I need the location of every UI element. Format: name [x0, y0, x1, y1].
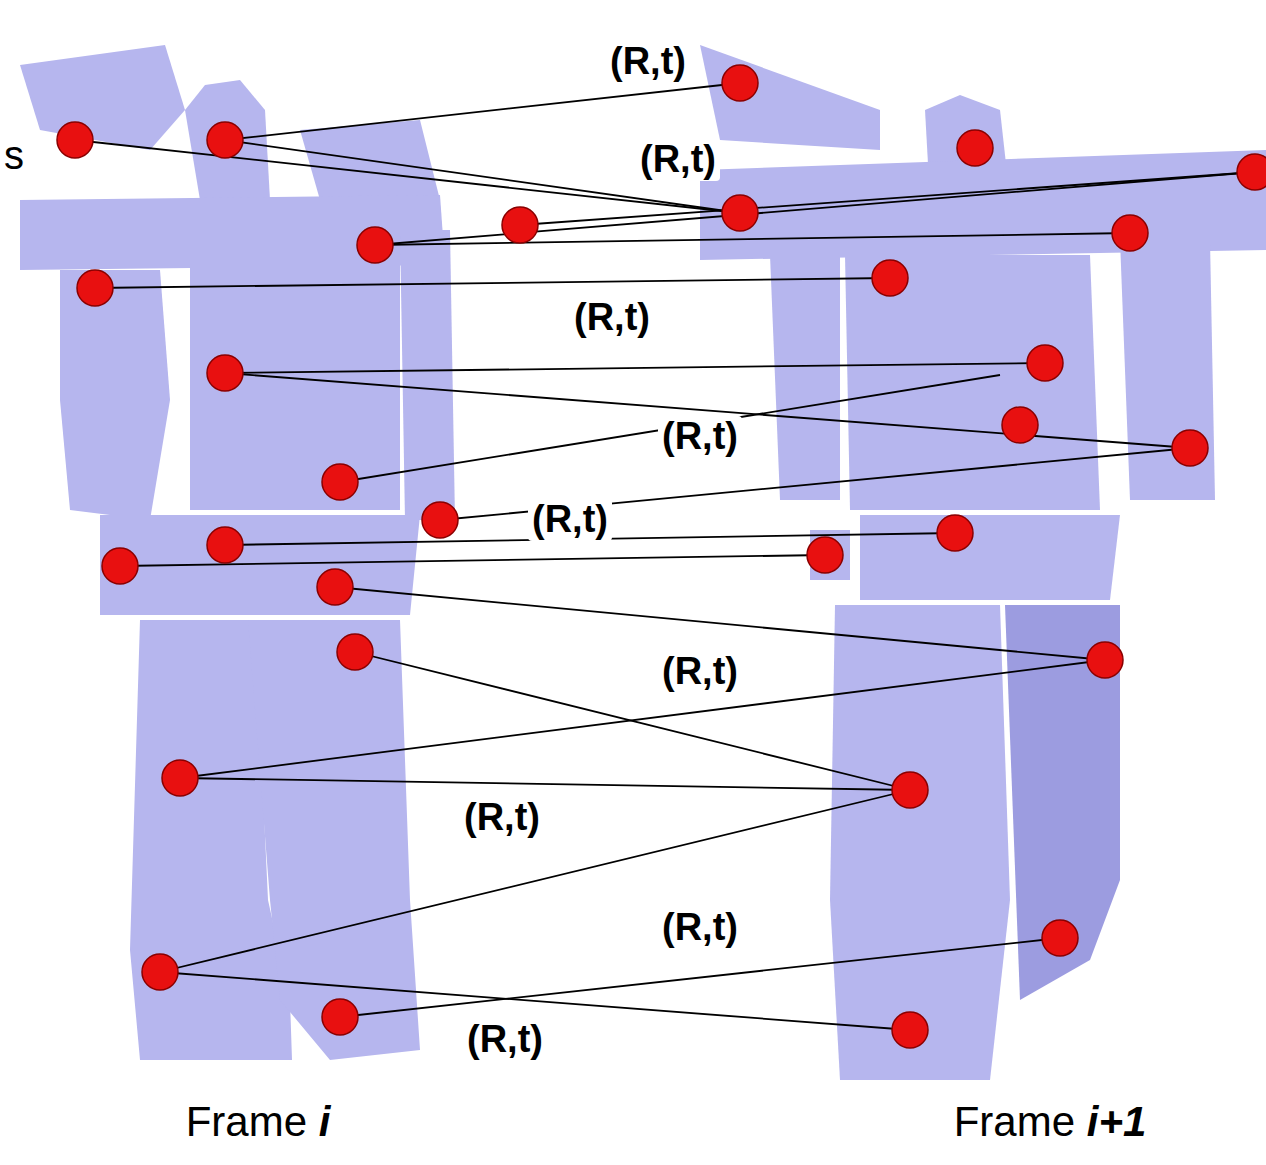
robot-part	[400, 230, 455, 520]
feature-point	[322, 464, 358, 500]
correspondence-line	[340, 938, 1060, 1017]
robot-part	[845, 255, 1100, 510]
robot-part	[248, 620, 420, 1060]
robot-part	[860, 515, 1120, 600]
frame-i-robot	[20, 45, 455, 1060]
frame-i-plus-1-robot	[700, 45, 1266, 1080]
feature-point	[502, 207, 538, 243]
transform-label: (R,t)	[606, 41, 690, 83]
feature-points	[57, 65, 1266, 1048]
feature-point	[1112, 215, 1148, 251]
feature-point	[322, 999, 358, 1035]
feature-point	[872, 260, 908, 296]
feature-point	[892, 772, 928, 808]
feature-point	[57, 122, 93, 158]
feature-point	[207, 527, 243, 563]
robot-part	[20, 195, 445, 270]
correspondence-line	[225, 140, 740, 213]
correspondence-line	[375, 233, 1130, 245]
feature-point	[422, 502, 458, 538]
robot-part	[700, 45, 880, 150]
transform-label: (R,t)	[528, 499, 612, 541]
feature-point	[1002, 407, 1038, 443]
robot-part	[20, 45, 185, 150]
transform-label: (R,t)	[570, 297, 654, 339]
feature-point	[337, 634, 373, 670]
correspondence-lines	[75, 83, 1255, 1030]
cut-off-text: s	[4, 133, 24, 177]
feature-point	[357, 227, 393, 263]
feature-point	[317, 569, 353, 605]
correspondence-line	[335, 587, 1105, 660]
correspondence-line	[95, 278, 890, 288]
feature-point	[957, 130, 993, 166]
transform-label: (R,t)	[658, 416, 742, 458]
correspondence-line	[75, 140, 740, 213]
correspondence-line	[225, 363, 1045, 373]
transform-label: (R,t)	[658, 907, 742, 949]
correspondence-line	[520, 172, 1255, 225]
transform-label: (R,t)	[636, 139, 720, 181]
robot-part	[770, 255, 840, 500]
feature-point	[1172, 430, 1208, 466]
transform-label: (R,t)	[460, 797, 544, 839]
feature-point	[207, 355, 243, 391]
feature-point	[722, 65, 758, 101]
feature-point	[892, 1012, 928, 1048]
robot-part	[1120, 240, 1215, 500]
feature-point	[1237, 154, 1266, 190]
feature-point	[1042, 920, 1078, 956]
correspondence-line	[180, 660, 1105, 778]
feature-point	[937, 515, 973, 551]
feature-point	[722, 195, 758, 231]
frame-caption: Frame i+1	[954, 1099, 1147, 1145]
robot-part	[185, 80, 270, 200]
feature-point	[77, 270, 113, 306]
feature-point	[207, 122, 243, 158]
feature-point	[102, 548, 138, 584]
correspondence-line	[225, 83, 740, 140]
correspondence-line	[180, 778, 910, 790]
feature-point	[162, 760, 198, 796]
transform-label: (R,t)	[463, 1019, 547, 1061]
robot-part	[60, 270, 170, 520]
feature-point	[807, 537, 843, 573]
correspondence-line	[340, 375, 1000, 482]
correspondence-line	[160, 790, 910, 972]
transform-label: (R,t)	[658, 651, 742, 693]
feature-point	[142, 954, 178, 990]
feature-point	[1027, 345, 1063, 381]
frame-caption: Frame i	[186, 1099, 331, 1145]
feature-point	[1087, 642, 1123, 678]
